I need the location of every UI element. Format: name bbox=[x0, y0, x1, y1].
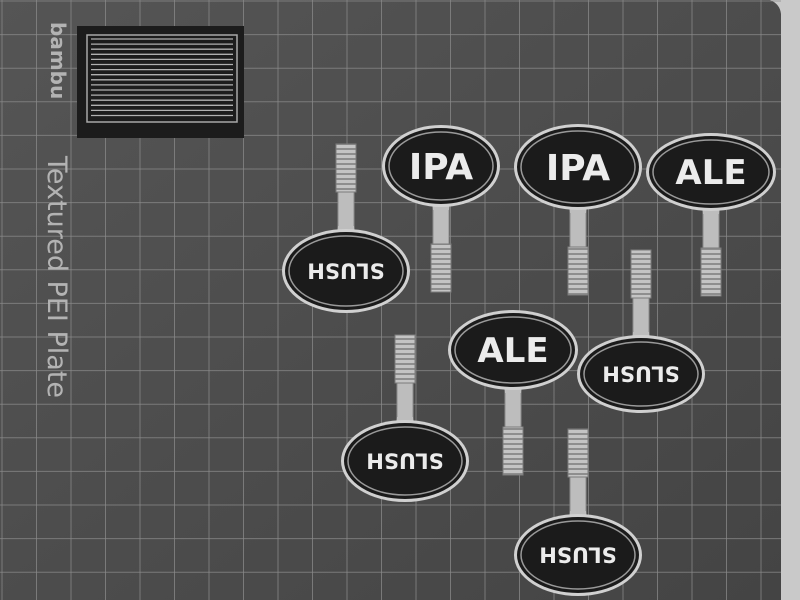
tag-label: ALE bbox=[477, 331, 548, 371]
tag-face bbox=[649, 136, 773, 208]
tag-inner-ring bbox=[388, 131, 494, 201]
calibration-pad-lines bbox=[91, 38, 233, 117]
tag-slush-3[interactable]: SLUSH bbox=[577, 249, 705, 413]
tag-inner-ring bbox=[520, 520, 636, 590]
calibration-pad bbox=[77, 26, 244, 138]
tag-label: ALE bbox=[675, 153, 746, 193]
tag-thread bbox=[430, 243, 452, 293]
tag-inner-ring bbox=[347, 426, 463, 496]
tag-thread bbox=[567, 428, 589, 478]
tag-inner-ring bbox=[583, 341, 699, 407]
tag-label: SLUSH bbox=[366, 448, 444, 472]
tag-face bbox=[517, 127, 639, 207]
tag-ipa-1[interactable]: IPA bbox=[382, 125, 500, 293]
tag-inner-ring bbox=[288, 235, 404, 307]
tag-label: IPA bbox=[409, 147, 473, 188]
plate-label: Textured PEI Plate bbox=[41, 155, 72, 398]
tag-inner-ring bbox=[520, 130, 636, 204]
tag-slush-1[interactable]: SLUSH bbox=[282, 143, 410, 313]
tags-layer: IPA IPA ALE ALE SLUSH SLUSH SLUSH SLUSH bbox=[282, 124, 776, 596]
tag-label: SLUSH bbox=[539, 542, 617, 566]
tag-face bbox=[385, 128, 497, 204]
tag-thread bbox=[700, 247, 722, 297]
tag-face bbox=[580, 338, 702, 410]
tag-inner-ring bbox=[454, 316, 572, 384]
tag-face bbox=[344, 423, 466, 499]
tag-thread bbox=[502, 426, 524, 476]
tag-thread bbox=[630, 249, 652, 299]
tag-face bbox=[451, 313, 575, 387]
tag-label: IPA bbox=[546, 148, 610, 189]
tag-label: SLUSH bbox=[307, 258, 385, 282]
tag-ale-1[interactable]: ALE bbox=[646, 133, 776, 297]
tag-thread bbox=[567, 246, 589, 296]
brand-label: bambu bbox=[46, 22, 70, 99]
tag-label: SLUSH bbox=[602, 361, 680, 385]
tag-face bbox=[517, 517, 639, 593]
tag-inner-ring bbox=[652, 139, 770, 205]
tag-slush-2[interactable]: SLUSH bbox=[341, 334, 469, 502]
tag-thread bbox=[335, 143, 357, 193]
tag-slush-4[interactable]: SLUSH bbox=[514, 428, 642, 596]
tag-ipa-2[interactable]: IPA bbox=[514, 124, 642, 296]
tag-face bbox=[285, 232, 407, 310]
tag-ale-2[interactable]: ALE bbox=[448, 310, 578, 476]
tag-thread bbox=[394, 334, 416, 384]
